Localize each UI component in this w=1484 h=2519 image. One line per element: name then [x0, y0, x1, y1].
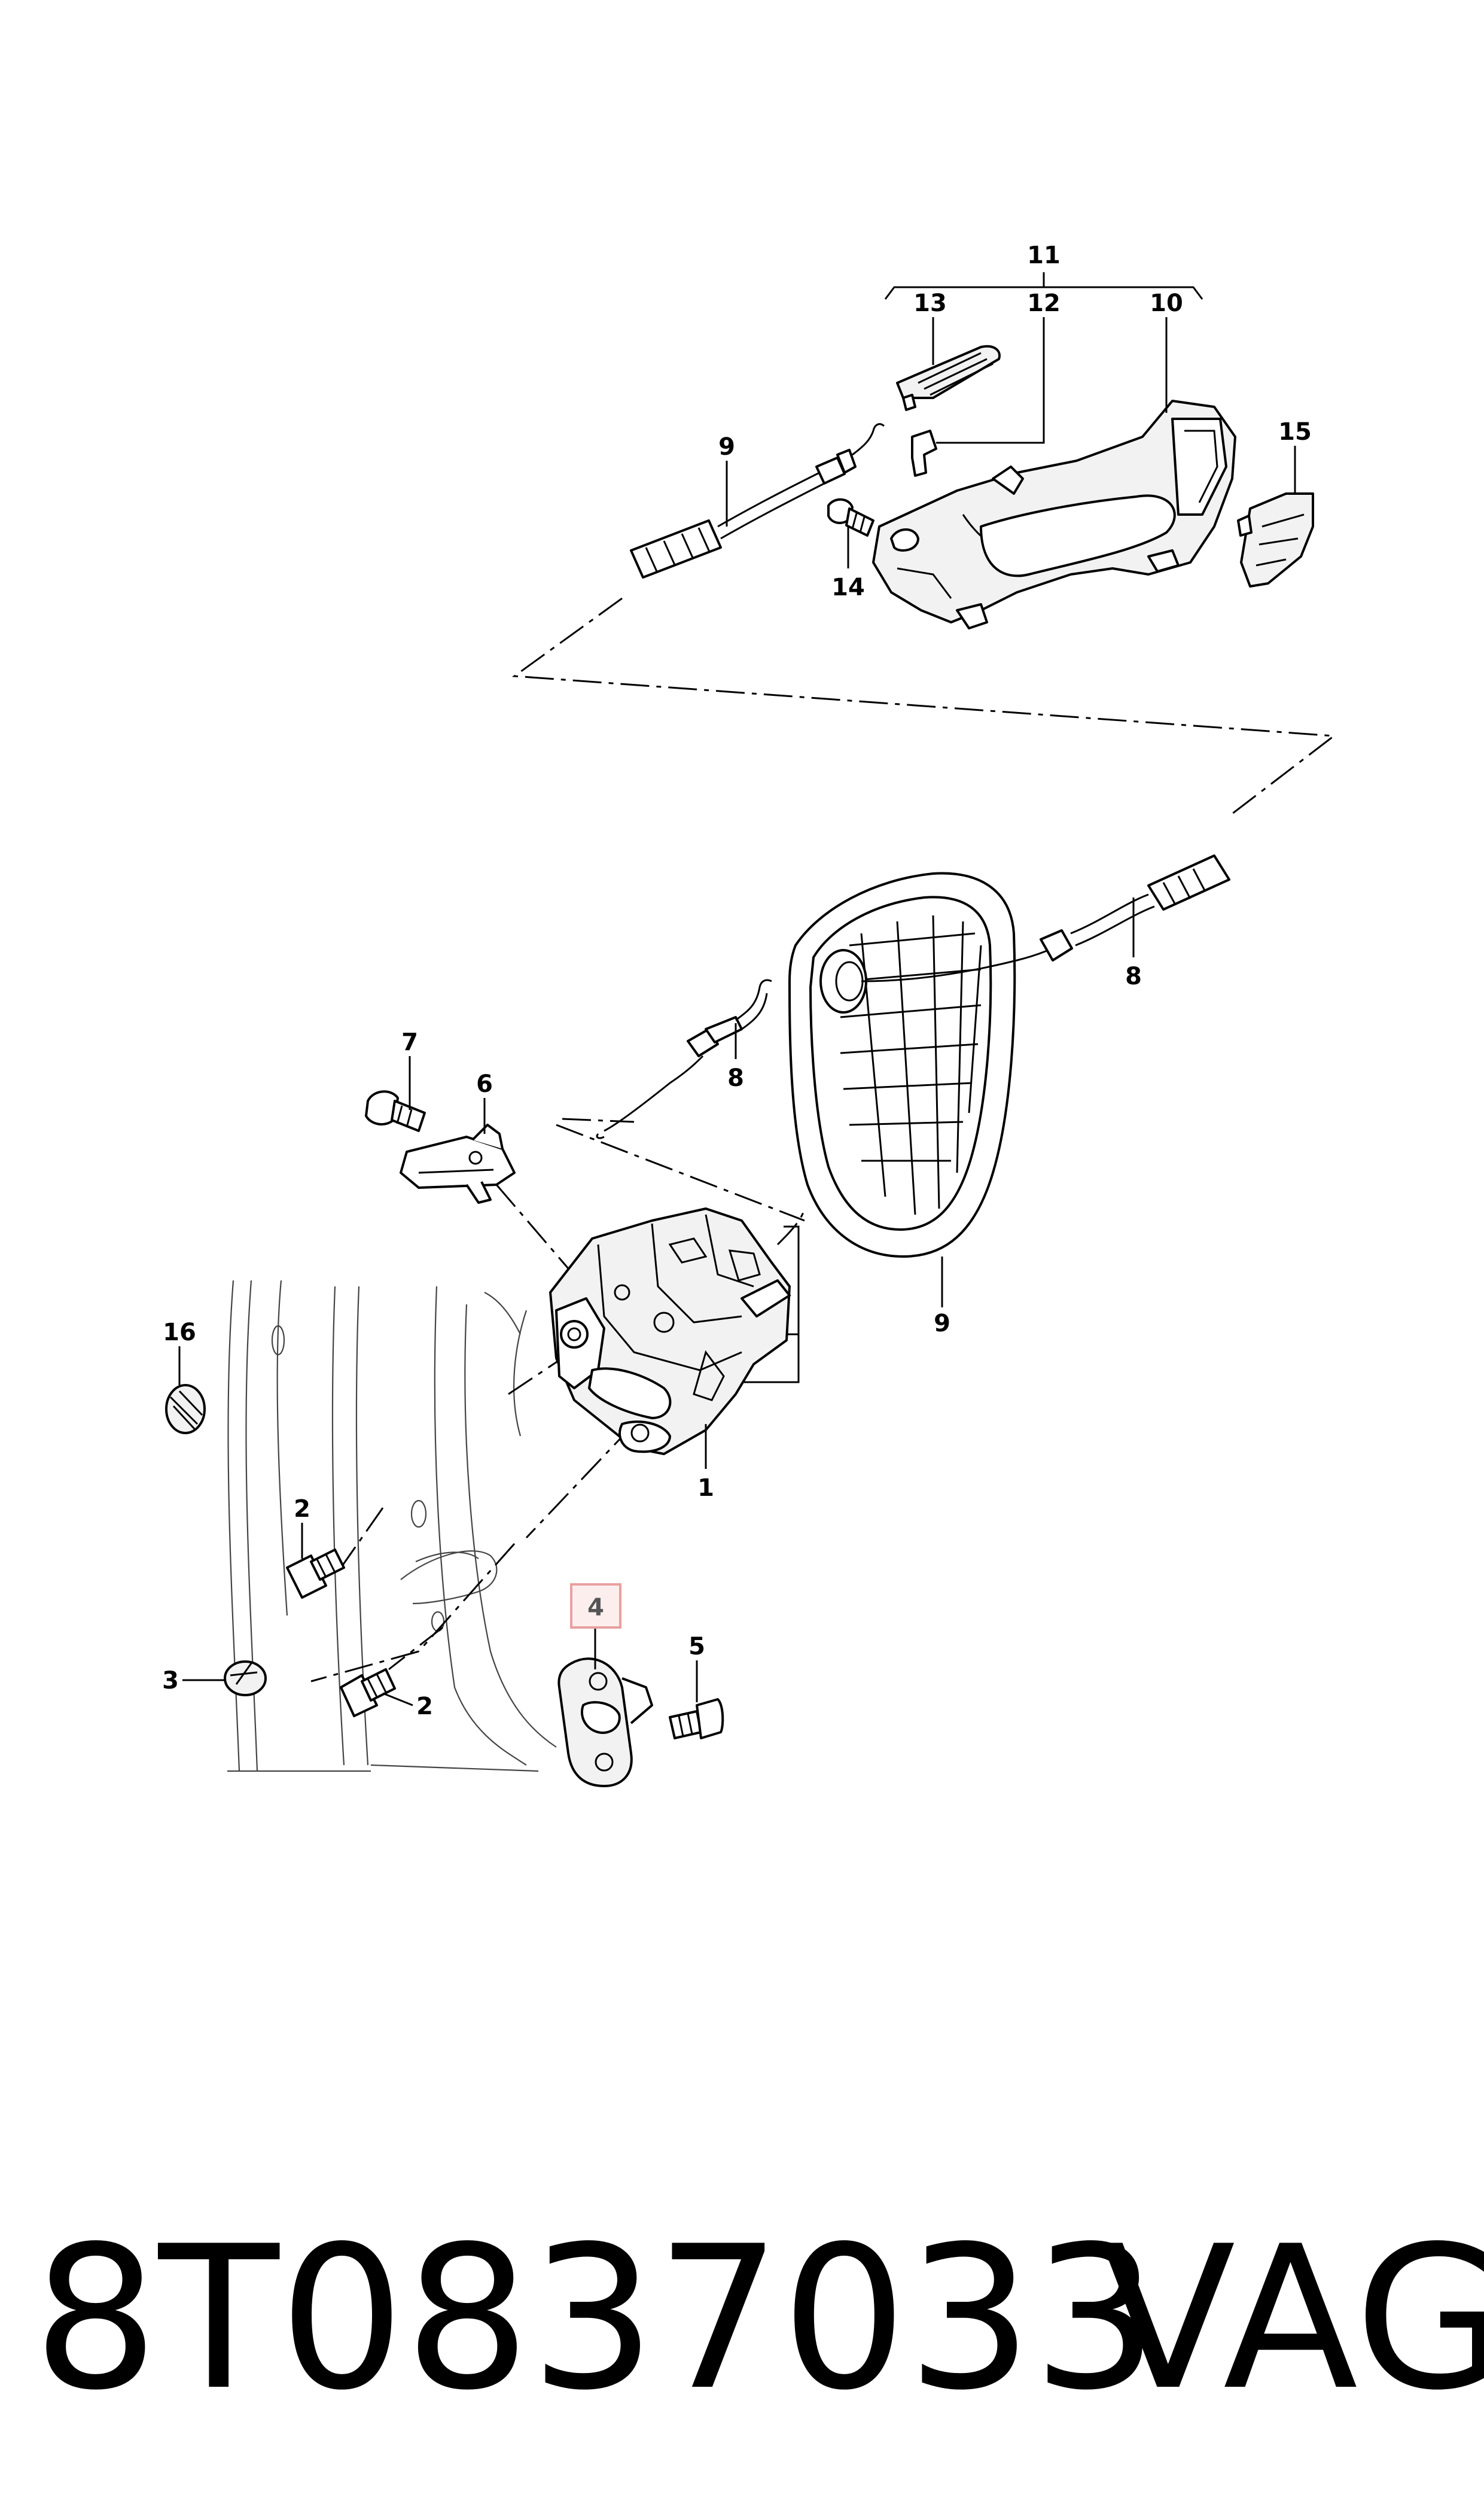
label-3: 3 — [162, 1667, 179, 1694]
brand-name: VAG — [1101, 2204, 1484, 2433]
part-8-cable-upper — [861, 854, 1230, 982]
label-8-upper: 8 — [1125, 963, 1142, 990]
part-12-clip — [911, 430, 937, 477]
assembly-lines — [310, 597, 1337, 1683]
label-1: 1 — [697, 1474, 714, 1502]
part-9-cable-upper — [630, 423, 885, 579]
part-6-bracket — [400, 1124, 516, 1204]
label-16: 16 — [163, 1319, 196, 1346]
label-6: 6 — [476, 1070, 493, 1098]
callout-labels: 11 13 12 10 15 9 14 8 8 7 6 9 16 1 2 4 5… — [162, 242, 1312, 1720]
label-10: 10 — [1150, 290, 1183, 317]
label-8-lower: 8 — [727, 1064, 744, 1092]
label-9-lower: 9 — [934, 1310, 950, 1337]
label-5: 5 — [688, 1633, 705, 1660]
part-10-handle-housing — [872, 400, 1236, 629]
label-14: 14 — [831, 574, 865, 601]
part-2-screw-lower — [340, 1668, 396, 1717]
part-15-trim-cover — [1237, 492, 1314, 588]
part-7-screw — [365, 1090, 426, 1132]
part-14-screw — [827, 498, 874, 537]
label-2-lower: 2 — [416, 1693, 433, 1720]
highlight-box-part-4 — [570, 1583, 621, 1629]
label-9-upper: 9 — [718, 433, 735, 461]
part-3-cap — [224, 1660, 267, 1696]
label-2-upper: 2 — [294, 1495, 310, 1523]
door-frame-outline — [227, 1280, 557, 1772]
part-8-cable-lower — [596, 979, 772, 1139]
part-5-bolt — [669, 1698, 724, 1739]
part-2-screw-upper — [286, 1548, 345, 1599]
part-1-door-lock — [549, 1207, 791, 1455]
part-16-plug — [165, 1384, 206, 1434]
part-9-insulation-pad — [788, 872, 1016, 1258]
part-number: 8T0837033 — [33, 2204, 1159, 2433]
leader-lines — [178, 272, 1296, 1706]
label-11: 11 — [1027, 242, 1061, 269]
label-4: 4 — [587, 1594, 604, 1621]
part-13-handle-cover — [896, 345, 1001, 411]
label-12: 12 — [1027, 290, 1061, 317]
label-7: 7 — [401, 1029, 418, 1056]
label-13: 13 — [913, 290, 947, 317]
label-15: 15 — [1278, 418, 1312, 446]
part-4-striker-plate — [557, 1657, 653, 1787]
